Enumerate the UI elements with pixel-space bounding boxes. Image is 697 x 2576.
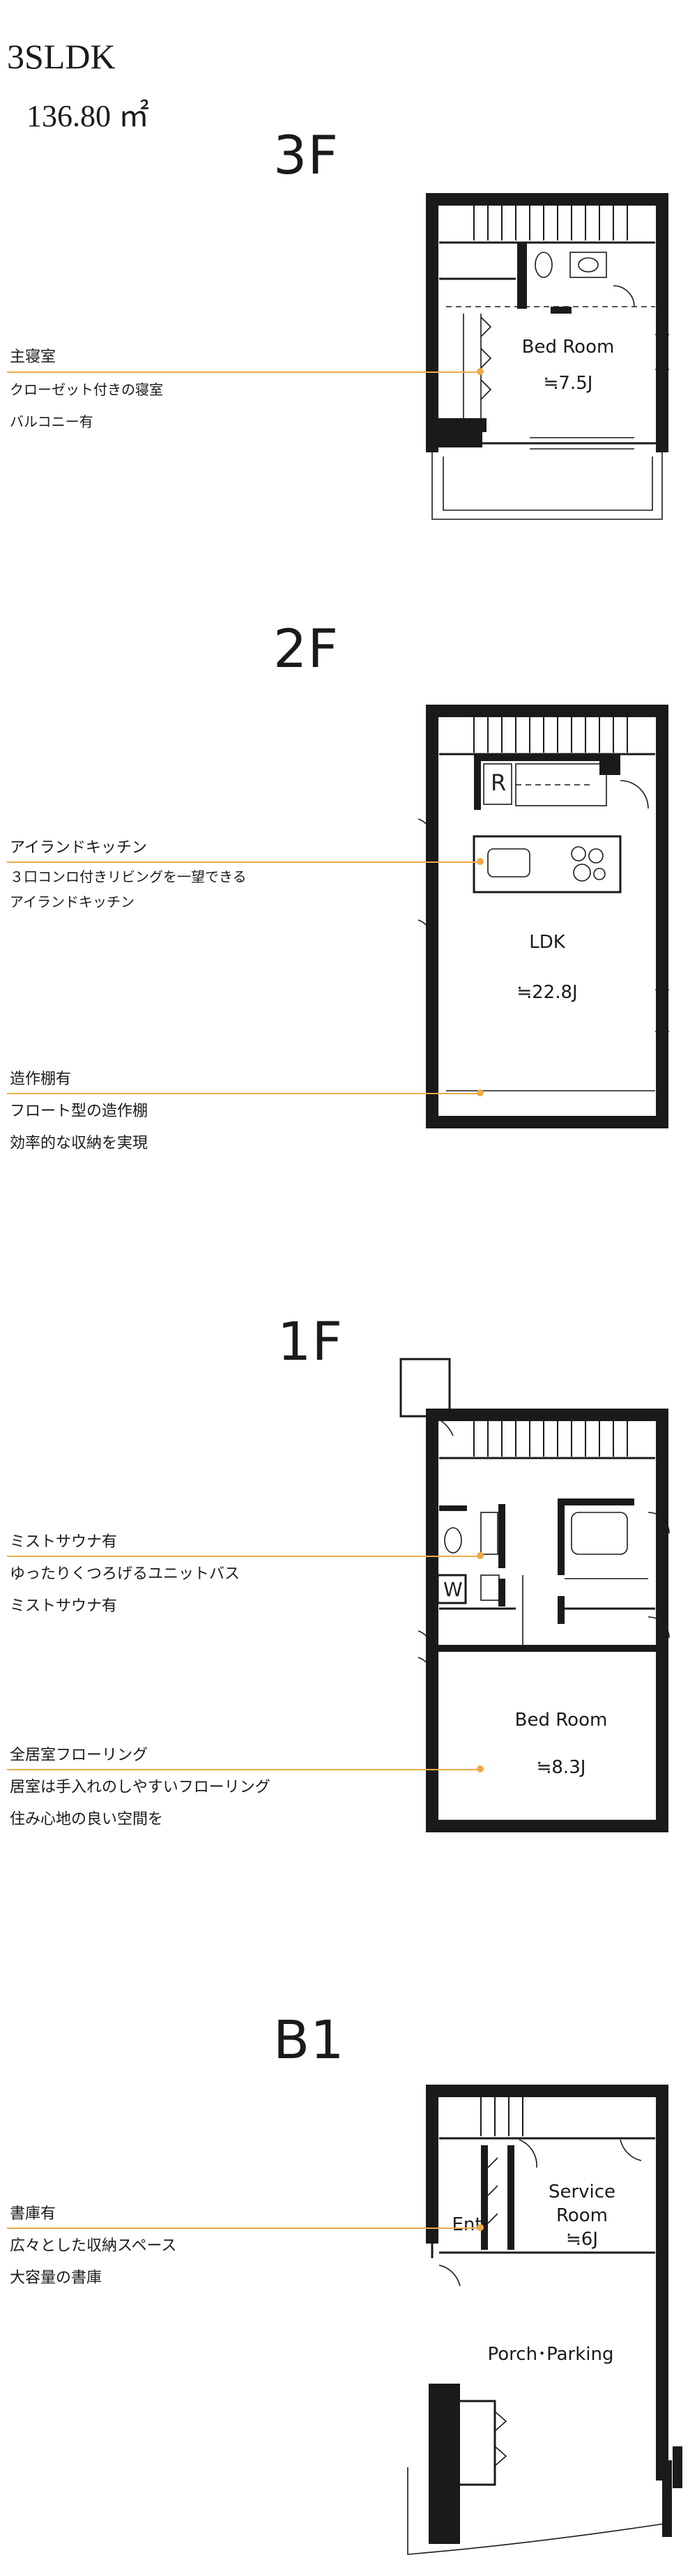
- room-name: Bed Room: [521, 337, 615, 358]
- floor-plan-1f: [399, 1358, 670, 1832]
- note-head: 全居室フローリング: [10, 1747, 148, 1764]
- note-master-bedroom: 主寝室 クローゼット付きの寝室 バルコニー有: [10, 342, 163, 438]
- leader-dot: [477, 368, 484, 375]
- note-line: 広々とした収納スペース: [10, 2237, 177, 2255]
- note-line: 大容量の書庫: [10, 2269, 102, 2287]
- note-line: バルコニー有: [10, 413, 93, 430]
- note-built-in-shelf: 造作棚有 フロート型の造作棚 効率的な収納を実現: [10, 1064, 148, 1160]
- room-size: ≒7.5J: [543, 373, 593, 394]
- note-flooring: 全居室フローリング 居室は手入れのしやすいフローリング 住み心地の良い空間を: [10, 1740, 270, 1836]
- leader-dot: [477, 858, 484, 865]
- note-line: ミストサウナ有: [10, 1597, 118, 1615]
- room-name: Service: [548, 2182, 616, 2202]
- leader-dot: [477, 1089, 484, 1096]
- leader-line: [7, 1093, 481, 1094]
- floor-title-3f: 3F: [273, 124, 339, 186]
- note-line: 居室は手入れのしやすいフローリング: [10, 1779, 270, 1796]
- floor-area: 136.80 ㎡: [26, 99, 149, 133]
- note-line: ゆったりくつろげるユニットバス: [10, 1565, 240, 1583]
- leader-line: [7, 861, 481, 863]
- floor-title-2f: 2F: [273, 618, 339, 680]
- floor-title-1f: 1F: [277, 1310, 344, 1372]
- note-head: 造作棚有: [10, 1071, 72, 1088]
- note-mist-sauna: ミストサウナ有 ゆったりくつろげるユニットバス ミストサウナ有: [10, 1526, 240, 1623]
- room-size: ≒22.8J: [516, 982, 578, 1003]
- washer-label: W: [443, 1578, 463, 1601]
- room-name: Bed Room: [514, 1710, 608, 1731]
- room-service-room: Service Room ≒6J: [537, 2180, 627, 2251]
- note-line: 効率的な収納を実現: [10, 1135, 148, 1152]
- leader-line: [7, 371, 481, 373]
- room-name: LDK: [529, 932, 565, 953]
- leader-line: [7, 1769, 481, 1770]
- room-bedroom-3f: Bed Room ≒7.5J: [488, 333, 648, 397]
- room-ldk: LDK ≒22.8J: [460, 928, 634, 1006]
- layout-type: 3SLDK: [7, 37, 116, 76]
- leader-dot: [477, 1765, 484, 1772]
- note-line: 住み心地の良い空間を: [10, 1811, 164, 1828]
- note-head: 書庫有: [10, 2205, 56, 2223]
- note-island-kitchen: アイランドキッチン ３口コンロ付きリビングを一望できる アイランドキッチン: [10, 832, 247, 914]
- leader-line: [7, 1556, 481, 1557]
- leader-dot: [477, 1552, 484, 1559]
- note-head: 主寝室: [10, 348, 56, 366]
- note-line: ３口コンロ付きリビングを一望できる: [10, 868, 247, 885]
- leader-dot: [477, 2224, 484, 2231]
- fridge-label: R: [491, 769, 507, 796]
- note-line: クローゼット付きの寝室: [10, 381, 163, 398]
- note-library: 書庫有 広々とした収納スペース 大容量の書庫: [10, 2198, 176, 2294]
- note-line: フロート型の造作棚: [10, 1103, 148, 1120]
- floor-title-b1: B1: [273, 2009, 345, 2071]
- room-name-line2: Room: [556, 2205, 608, 2226]
- room-porch-parking: Porch･Parking: [487, 2344, 614, 2365]
- room-size: ≒6J: [565, 2229, 599, 2250]
- note-head: アイランドキッチン: [10, 839, 147, 857]
- floor-plan-2f: [418, 705, 669, 1128]
- note-head: ミストサウナ有: [10, 1533, 118, 1551]
- note-line: アイランドキッチン: [10, 894, 135, 910]
- room-size: ≒8.3J: [536, 1757, 586, 1778]
- floor-plan-3f: [426, 193, 669, 520]
- leader-line: [7, 2228, 481, 2229]
- floor-plan-b1: [407, 2085, 682, 2555]
- room-bedroom-1f: Bed Room ≒8.3J: [474, 1706, 648, 1781]
